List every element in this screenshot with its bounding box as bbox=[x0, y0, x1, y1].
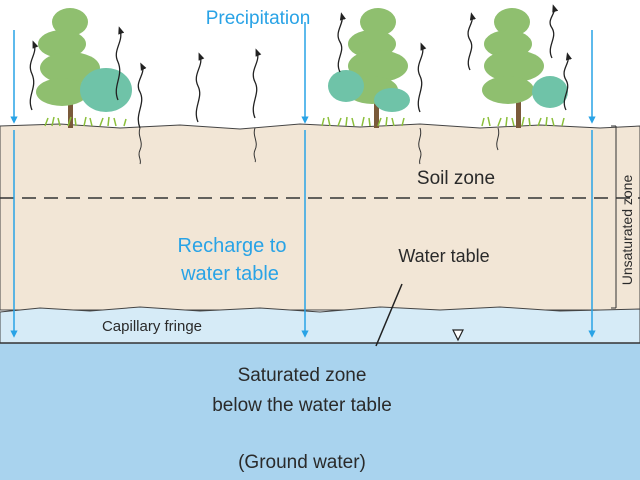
evaporation-arrow bbox=[417, 42, 427, 113]
ground-water-label: (Ground water) bbox=[238, 452, 366, 473]
evaporation-arrow bbox=[337, 12, 346, 73]
water-table-label: Water table bbox=[398, 246, 489, 266]
recharge-label-line1: Recharge to bbox=[178, 235, 287, 257]
grass bbox=[44, 116, 565, 127]
tree-left bbox=[36, 8, 132, 128]
water-table-leader bbox=[375, 283, 403, 347]
precipitation-label: Precipitation bbox=[206, 8, 311, 29]
evaporation-arrow bbox=[252, 48, 262, 119]
saturated-zone-label-line1: Saturated zone bbox=[238, 365, 367, 386]
tree-right bbox=[482, 8, 568, 128]
precipitation-arrows bbox=[10, 22, 596, 338]
zones bbox=[0, 123, 640, 480]
unsaturated-zone-label: Unsaturated zone bbox=[619, 175, 635, 286]
soil-zone-band bbox=[0, 123, 640, 311]
evaporation-arrow bbox=[137, 62, 147, 129]
saturated-zone-label-line2: below the water table bbox=[212, 395, 392, 416]
tree-middle bbox=[328, 8, 410, 128]
capillary-fringe-label: Capillary fringe bbox=[102, 318, 202, 335]
evaporation-arrow bbox=[467, 12, 476, 71]
roots bbox=[138, 127, 500, 165]
evaporation-arrow bbox=[115, 26, 125, 101]
evaporation-arrow bbox=[195, 52, 205, 123]
soil-zone-label: Soil zone bbox=[417, 168, 495, 189]
evapotranspiration-arrows bbox=[29, 4, 572, 129]
water-table-marker bbox=[452, 329, 464, 342]
capillary-fringe-band bbox=[0, 306, 640, 344]
evaporation-arrow bbox=[549, 4, 559, 59]
saturated-zone-band bbox=[0, 343, 640, 480]
evaporation-arrow bbox=[563, 52, 572, 111]
recharge-label-line2: water table bbox=[180, 263, 279, 285]
evaporation-arrow bbox=[29, 40, 39, 111]
unsaturated-zone-bracket bbox=[611, 125, 617, 309]
